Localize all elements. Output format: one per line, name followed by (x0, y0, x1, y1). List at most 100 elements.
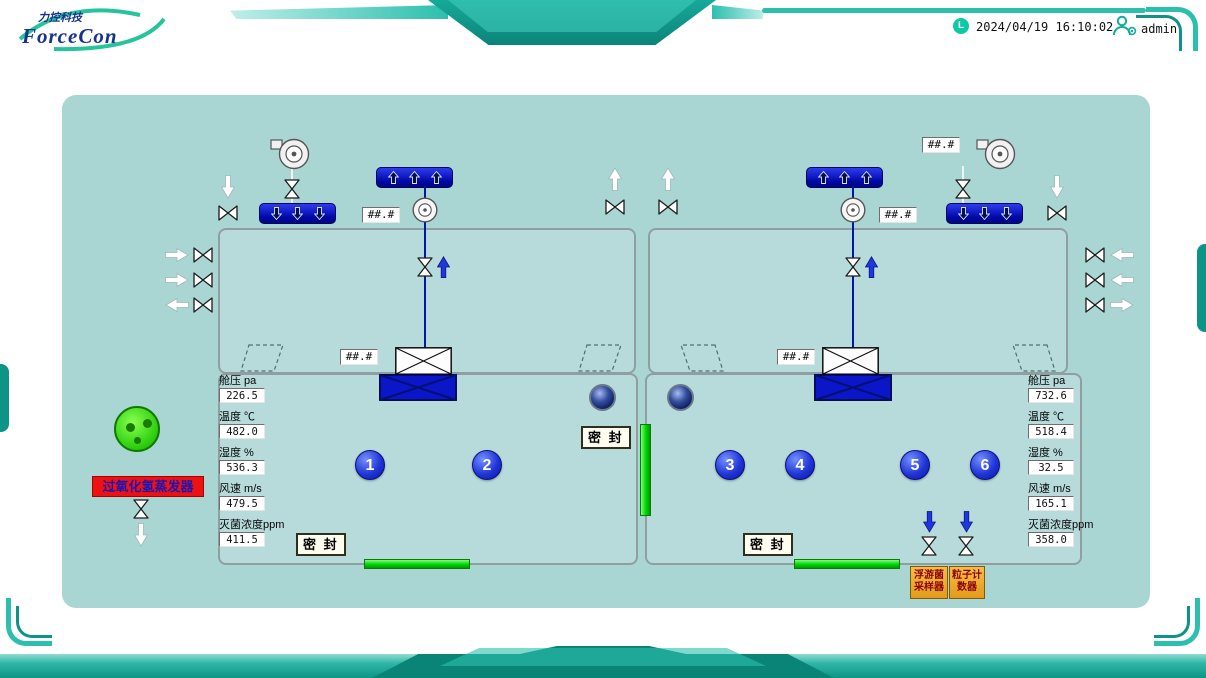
sensor-value-box: 411.5 (219, 532, 265, 547)
datetime: 2024/04/19 16:10:02 (976, 20, 1114, 34)
left-top-inlet-valve[interactable] (218, 205, 238, 221)
left-seal-label: 密 封 (296, 533, 346, 556)
left-wall-valve-1[interactable] (193, 247, 213, 263)
left-damper[interactable] (395, 347, 452, 375)
fan-arrow-up-icon (818, 171, 829, 184)
door-button-6[interactable]: 6 (970, 450, 1000, 480)
left-supply-fan[interactable] (376, 167, 453, 188)
evaporator-bolt-icon (134, 437, 141, 444)
left-exhaust-stack-valve[interactable] (605, 199, 625, 215)
right-flow-value: ##.# (879, 207, 917, 223)
door-button-4[interactable]: 4 (785, 450, 815, 480)
username[interactable]: admin (1141, 22, 1178, 36)
left-hepa-unit[interactable] (379, 374, 457, 401)
flow-arrow-up-blue-icon (865, 255, 878, 279)
sensor-humidity: 湿度 %536.3 (219, 447, 284, 475)
evaporator-bolt-icon (126, 423, 135, 432)
sensor-value-box: 732.6 (1028, 388, 1074, 403)
door-button-1[interactable]: 1 (355, 450, 385, 480)
deco-bottom-emblem-highlight (440, 648, 766, 666)
left-exhaust-fan[interactable] (259, 203, 336, 224)
deco-corner-bottom-right-outer (1154, 598, 1200, 646)
left-flow-gauge (412, 197, 438, 223)
left-blower-fan[interactable] (270, 133, 312, 171)
left-wall-valve-2[interactable] (193, 272, 213, 288)
deco-left-edge-tab (0, 364, 9, 432)
evaporator-bolt-icon (143, 419, 152, 428)
logo-english: ForceCon (22, 24, 118, 48)
logo: 力控科技 ForceCon (12, 7, 177, 55)
evaporator-device[interactable] (114, 406, 160, 452)
fan-arrow-up-icon (431, 171, 442, 184)
flow-arrow-up-icon (661, 167, 675, 191)
particle-counter-button[interactable]: 粒子计 数器 (949, 566, 985, 599)
right-blower-value: ##.# (922, 137, 960, 153)
right-seal-label: 密 封 (743, 533, 793, 556)
right-blower-fan[interactable] (976, 133, 1018, 171)
door-button-3[interactable]: 3 (715, 450, 745, 480)
right-damper[interactable] (822, 347, 879, 375)
logo-swoosh-icon (18, 8, 166, 52)
left-door-lamp (589, 384, 616, 411)
left-wall-valve-3[interactable] (193, 297, 213, 313)
sensor-humidity: 湿度 %32.5 (1028, 447, 1093, 475)
right-wall-valve-2[interactable] (1085, 272, 1105, 288)
sensor-value-box: 32.5 (1028, 460, 1074, 475)
deco-corner-bottom-right-inner (1154, 606, 1190, 638)
right-flow-gauge (840, 197, 866, 223)
sensor-value-box: 518.4 (1028, 424, 1074, 439)
user-icon[interactable] (1112, 15, 1138, 37)
right-exhaust-stack-valve[interactable] (658, 199, 678, 215)
fan-arrow-up-icon (839, 171, 850, 184)
flow-arrow-left-icon (1110, 248, 1134, 262)
evaporator-label: 过氧化氢蒸发器 (92, 476, 204, 497)
door-button-5[interactable]: 5 (900, 450, 930, 480)
right-damper-value: ##.# (777, 349, 815, 365)
deco-top-line-right (762, 8, 1146, 13)
sensor-value-box: 358.0 (1028, 532, 1074, 547)
sensor-value-box: 226.5 (219, 388, 265, 403)
fan-arrow-up-icon (388, 171, 399, 184)
right-chamber-lower (645, 373, 1082, 565)
right-duct-valve[interactable] (845, 257, 861, 277)
right-blower-valve[interactable] (955, 179, 971, 199)
left-blower-valve[interactable] (284, 179, 300, 199)
right-wall-valve-1[interactable] (1085, 247, 1105, 263)
flow-arrow-up-icon (608, 167, 622, 191)
airborne-sampler-button[interactable]: 浮游菌 采样器 (910, 566, 948, 599)
sensor-value-box: 165.1 (1028, 496, 1074, 511)
logo-chinese: 力控科技 (38, 12, 82, 24)
middle-door-seal-bar (640, 424, 651, 516)
evaporator-valve[interactable] (133, 499, 149, 519)
left-flow-value: ##.# (362, 207, 400, 223)
deco-corner-top-right-outer (1146, 7, 1198, 51)
left-duct-valve[interactable] (417, 257, 433, 277)
flow-arrow-up-blue-icon (437, 255, 450, 279)
flow-arrow-right-icon (165, 248, 189, 262)
flow-arrow-down-icon (221, 175, 235, 199)
right-top-inlet-valve[interactable] (1047, 205, 1067, 221)
door-button-2[interactable]: 2 (472, 450, 502, 480)
middle-seal-label: 密 封 (581, 426, 631, 449)
deco-corner-bottom-left-inner (16, 606, 52, 638)
sampler-valve[interactable] (921, 536, 937, 556)
flow-arrow-down-icon (1050, 175, 1064, 199)
right-wall-valve-3[interactable] (1085, 297, 1105, 313)
right-supply-fan[interactable] (806, 167, 883, 188)
right-hepa-unit[interactable] (814, 374, 892, 401)
deco-top-wing-right (712, 5, 764, 19)
counter-valve[interactable] (958, 536, 974, 556)
dashed-equipment-outline (240, 344, 284, 372)
dashed-equipment-outline (1012, 344, 1056, 372)
deco-corner-top-right-inner (1136, 15, 1182, 51)
right-exhaust-fan[interactable] (946, 203, 1023, 224)
